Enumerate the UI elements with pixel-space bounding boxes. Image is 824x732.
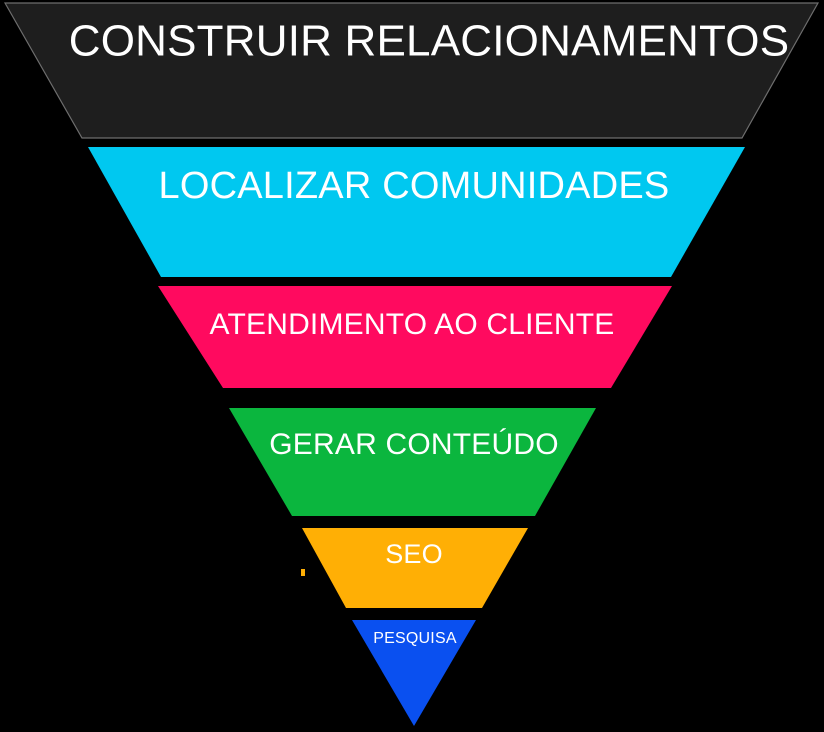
funnel-level-6[interactable]: PESQUISA bbox=[352, 620, 476, 726]
funnel-level-1-shape[interactable] bbox=[3, 2, 820, 139]
funnel-level-5[interactable]: SEO bbox=[302, 528, 528, 608]
funnel-level-3[interactable]: ATENDIMENTO AO CLIENTE bbox=[158, 286, 672, 388]
funnel-level-6-label: PESQUISA bbox=[373, 630, 457, 647]
funnel-level-4[interactable]: GERAR CONTEÚDO bbox=[229, 408, 596, 516]
funnel-level-5-shape[interactable] bbox=[302, 528, 528, 608]
funnel-level-5-label: SEO bbox=[385, 539, 443, 569]
funnel-level-3-label: ATENDIMENTO AO CLIENTE bbox=[209, 308, 614, 341]
funnel-level-6-shape[interactable] bbox=[352, 620, 476, 726]
funnel-level-4-shape[interactable] bbox=[229, 408, 596, 516]
funnel-level-2-label: LOCALIZAR COMUNIDADES bbox=[159, 165, 670, 207]
funnel-level-1-label: CONSTRUIR RELACIONAMENTOS bbox=[69, 17, 790, 66]
funnel-level-3-shape[interactable] bbox=[158, 286, 672, 388]
funnel-level-1[interactable]: CONSTRUIR RELACIONAMENTOS bbox=[3, 2, 820, 139]
funnel-level-2-shape[interactable] bbox=[88, 147, 745, 277]
funnel-level-2[interactable]: LOCALIZAR COMUNIDADES bbox=[88, 147, 745, 277]
stray-speck-artifact bbox=[301, 569, 305, 576]
funnel-level-4-label: GERAR CONTEÚDO bbox=[269, 428, 559, 461]
